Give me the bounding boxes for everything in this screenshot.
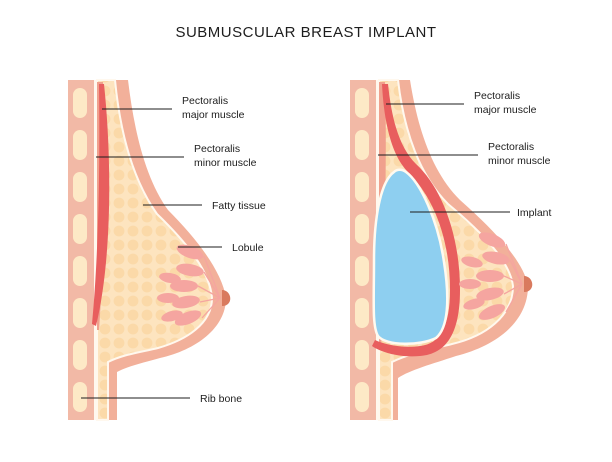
label-pectoralis-major-left: Pectoralis: [182, 95, 228, 107]
page-title: SUBMUSCULAR BREAST IMPLANT: [175, 24, 437, 41]
label-pectoralis-minor-left-line2: minor muscle: [194, 157, 257, 169]
right-milk-ducts: [503, 243, 523, 313]
left-lobules: [157, 244, 204, 326]
right-pectoralis-major: [372, 84, 460, 357]
right-implant: [372, 168, 449, 346]
left-rib-bones: [73, 88, 87, 412]
left-pectoralis-major: [92, 84, 110, 326]
right-rib-bones: [355, 88, 369, 412]
label-rib-bone: Rib bone: [200, 393, 242, 405]
label-pectoralis-major-left-line2: major muscle: [182, 109, 245, 121]
left-breast-diagram: Pectoralis major muscle Pectoralis minor…: [68, 79, 266, 421]
left-milk-ducts: [197, 255, 221, 319]
label-implant: Implant: [517, 207, 552, 219]
label-lobule: Lobule: [232, 242, 264, 254]
label-pectoralis-minor-left: Pectoralis: [194, 143, 240, 155]
label-fatty-tissue: Fatty tissue: [212, 200, 266, 212]
left-nipple: [222, 290, 231, 306]
right-nipple: [524, 276, 533, 292]
right-breast-diagram: Pectoralis major muscle Pectoralis minor…: [350, 79, 552, 421]
left-fatty-tissue: [96, 79, 214, 421]
label-pectoralis-minor-right: Pectoralis: [488, 141, 534, 153]
label-pectoralis-major-right: Pectoralis: [474, 90, 520, 102]
left-labels: Pectoralis major muscle Pectoralis minor…: [81, 95, 266, 405]
label-pectoralis-minor-right-line2: minor muscle: [488, 155, 551, 167]
label-pectoralis-major-right-line2: major muscle: [474, 104, 537, 116]
right-labels: Pectoralis major muscle Pectoralis minor…: [378, 90, 552, 219]
right-lobules: [459, 232, 510, 320]
